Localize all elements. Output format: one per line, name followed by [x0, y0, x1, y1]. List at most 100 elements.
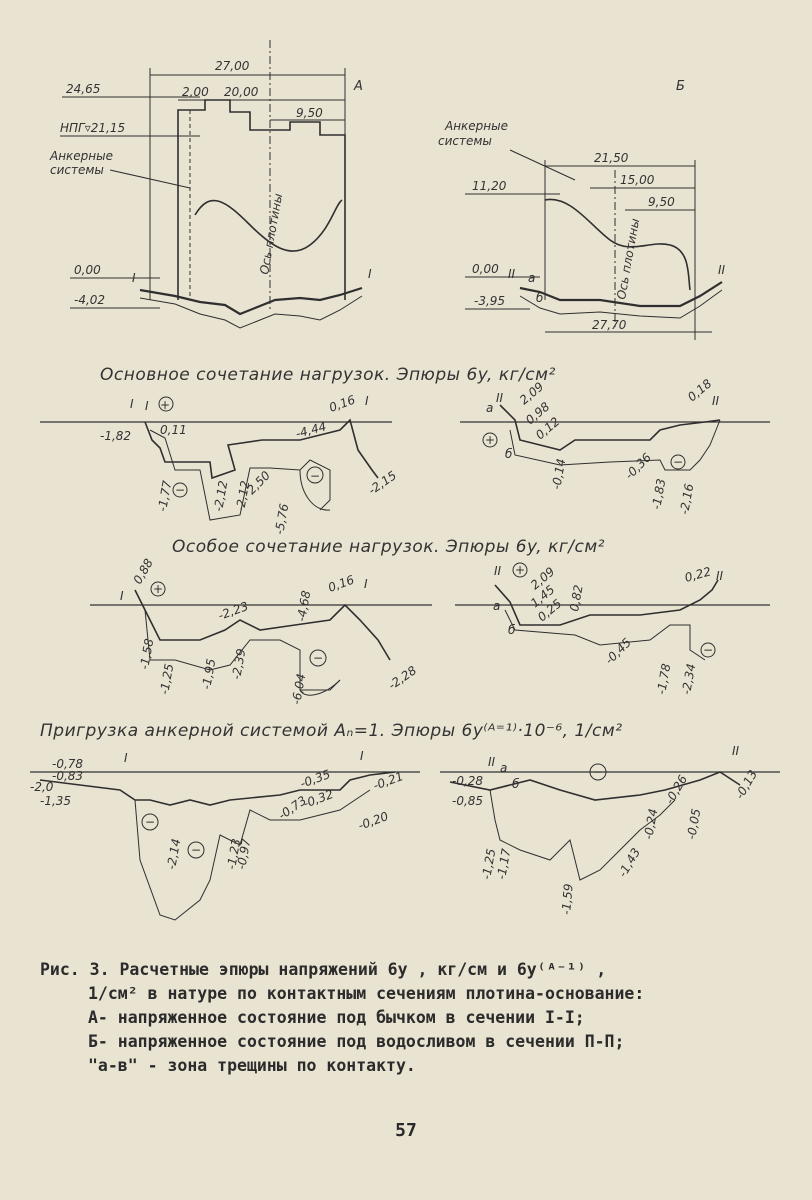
heading-main-combination: Основное сочетание нагрузок. Эпюры 6y, к…: [100, 365, 556, 385]
row2-left-label-9: -2,28: [386, 663, 420, 692]
level-0: 0,00: [74, 263, 101, 277]
dim-15: 15,00: [620, 173, 655, 187]
row3-left-label-2: -2,0: [30, 780, 54, 794]
dim-27-7: 27,70: [592, 318, 627, 332]
row2-left-label-4: -2,23: [216, 599, 250, 623]
row1-right-label-4: -0,36: [622, 450, 654, 482]
row3-right-label-6: -0,24: [641, 807, 660, 840]
row2-left-label-2: -1,25: [157, 662, 176, 695]
level-4-02: -4,02: [74, 293, 105, 307]
caption-line-1: Рис. 3. Расчетные эпюры напряжений 6y , …: [40, 960, 607, 979]
row3-left-label-5: -0,97: [234, 837, 253, 870]
section-mark-i-right: I: [368, 267, 372, 281]
row1-left-label-3: -2,12: [211, 479, 230, 512]
row2-right-sign-minus: −: [703, 643, 713, 657]
row2-left-label-7: -4,68: [294, 589, 313, 622]
dam-axis-label-b: Ось плотины: [614, 217, 642, 300]
dim-20: 20,00: [224, 85, 259, 99]
row3-right-mark-a: a: [500, 761, 507, 775]
row2-right-mark-ii-left: II: [494, 564, 502, 578]
row2-left-label-5: -2,39: [229, 647, 248, 680]
row2-left-mark-1: I: [120, 589, 124, 603]
row3-left-mark-1: I: [124, 751, 128, 765]
row3-left-label-4: -2,14: [164, 837, 183, 870]
row2-left-label-1: -1,58: [137, 637, 156, 670]
row2-left-label-3: -1,95: [199, 657, 218, 690]
point-b-top: б: [536, 291, 544, 305]
anchor-label-2: системы: [50, 163, 104, 177]
row3-left-mark-2: I: [360, 749, 364, 763]
section-mark-i-left: I: [132, 271, 136, 285]
row1-left-epure: + − − I I I -1,82 0,11 -1,77 -2,12 -2,12…: [40, 392, 399, 536]
row2-right-label-4: -0,45: [602, 635, 634, 667]
row2-left-sign-plus: +: [153, 582, 163, 596]
figure-caption: Рис. 3. Расчетные эпюры напряжений 6y , …: [40, 958, 800, 1078]
letter-a: А: [353, 79, 363, 94]
row3-left-sign-minus-2: −: [191, 843, 201, 857]
row1-right-label-7: 0,18: [685, 376, 715, 404]
section-mark-ii-right: II: [718, 263, 726, 277]
caption-line-5: "а-в" - зона трещины по контакту.: [88, 1056, 416, 1075]
row1-right-label-5: -1,83: [649, 477, 668, 510]
letter-b: Б: [676, 79, 685, 94]
row1-left-label-2: -1,77: [155, 479, 174, 512]
caption-line-3: А- напряженное состояние под бычком в се…: [88, 1008, 585, 1027]
row1-left-sign-minus-2: −: [310, 469, 320, 483]
level-npg: НПГ▿21,15: [60, 121, 125, 135]
dim-9-5: 9,50: [296, 106, 323, 120]
row3-right-label-8: -0,05: [684, 807, 703, 840]
row3-right-label-2: -1,25: [479, 847, 498, 880]
row2-right-mark-a: a: [493, 599, 500, 613]
anchor-label-b-2: системы: [438, 134, 492, 148]
row2-right-label-3: 0,82: [567, 584, 585, 613]
row1-right-mark-ii-left: II: [496, 391, 504, 405]
level-11-2: 11,20: [472, 179, 507, 193]
level-24-65: 24,65: [66, 82, 100, 96]
dim-9-5-b: 9,50: [648, 195, 675, 209]
dim-27: 27,00: [215, 59, 250, 73]
row2-right-label-7: 0,22: [683, 564, 712, 584]
row2-left-mark-2: I: [364, 577, 368, 591]
row2-right-sign-plus: +: [515, 563, 525, 577]
anchor-label-b-1: Анкерные: [444, 119, 508, 133]
row1-left-label-6: -5,76: [272, 502, 291, 535]
row2-right-epure: + − II a б II 2,09 1,45 0,25 0,82 -0,45 …: [455, 562, 770, 696]
row1-left-sign-minus-1: −: [175, 483, 185, 497]
row1-left-label-4: -2,12: [233, 479, 252, 512]
row1-left-label-0: -1,82: [100, 429, 131, 443]
point-a-top: a: [528, 271, 535, 285]
row3-left-epure: − − I I -0,78 -0,83 -2,0 -1,35 -2,14 -0,…: [30, 749, 420, 921]
row3-left-label-11: -0,21: [371, 769, 405, 793]
row2-right-mark-b: б: [508, 623, 516, 637]
stress-diagram-figure: 27,00 2,00 20,00 9,50 А 24,65 НПГ▿21,15 …: [30, 40, 780, 921]
row2-right-label-5: -1,78: [654, 662, 673, 695]
row1-left-mark-1: I: [145, 399, 149, 413]
row3-left-label-3: -1,35: [40, 794, 71, 808]
row3-left-label-1: -0,83: [52, 769, 83, 783]
row3-right-mark-b: б: [512, 777, 520, 791]
dim-21-5: 21,50: [594, 151, 629, 165]
row1-left-sign-plus: +: [160, 398, 170, 412]
page-number: 57: [395, 1120, 417, 1141]
row1-right-mark-b: б: [505, 447, 513, 461]
row3-left-sign-minus-1: −: [145, 815, 155, 829]
row1-left-mark-2: I: [130, 397, 134, 411]
row1-right-label-3: -0,14: [549, 457, 568, 490]
row3-right-label-0: -0,28: [452, 774, 483, 788]
row3-right-label-3: -1,17: [494, 847, 513, 880]
row3-right-label-4: -1,59: [559, 883, 576, 915]
row1-right-sign-plus: +: [485, 433, 495, 447]
row3-left-label-10: -0,20: [356, 809, 390, 833]
row3-right-mark-ii-right: II: [732, 744, 740, 758]
row2-right-label-6: -2,34: [679, 662, 698, 695]
row3-right-label-1: -0,85: [452, 794, 483, 808]
dam-axis-label: Ось плотины: [257, 192, 285, 275]
caption-line-2: 1/см² в натуре по контактным сечениям пл…: [88, 984, 645, 1003]
row2-right-mark-ii-right: II: [716, 569, 724, 583]
row1-right-label-6: -2,16: [677, 482, 696, 515]
section-mark-ii-left: II: [508, 267, 516, 281]
row3-left-label-0: -0,78: [52, 757, 83, 771]
row1-right-mark-a: a: [486, 401, 493, 415]
heading-anchor-loading: Пригрузка анкерной системой Aₙ=1. Эпюры …: [40, 721, 623, 741]
section-a-drawing: 27,00 2,00 20,00 9,50 А 24,65 НПГ▿21,15 …: [49, 40, 372, 329]
